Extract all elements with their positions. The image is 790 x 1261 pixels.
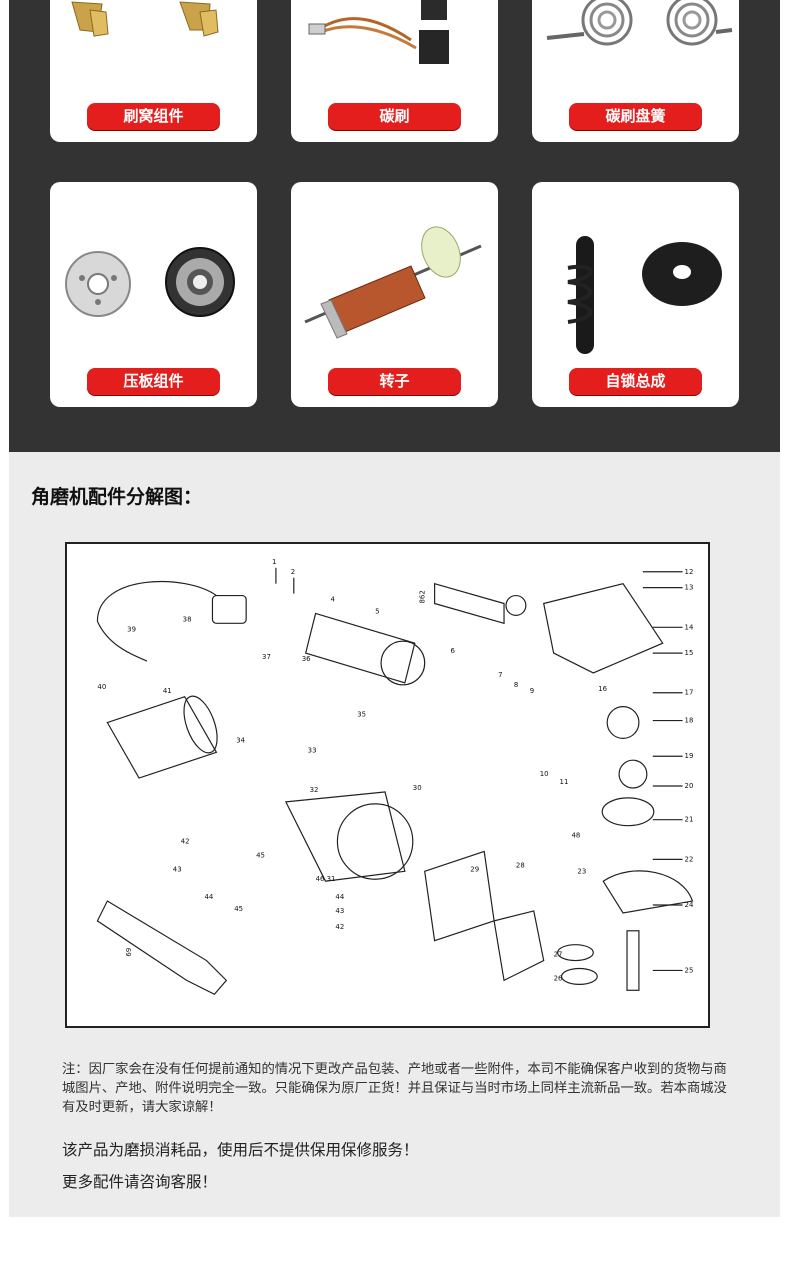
- product-card-brush-spring[interactable]: 碳刷盘簧: [532, 0, 739, 142]
- spindle-lock-icon: [567, 236, 722, 354]
- svg-text:13: 13: [685, 584, 694, 592]
- svg-text:42: 42: [335, 923, 344, 931]
- product-grid-panel: 刷窝组件 碳刷 碳刷盘簧: [9, 0, 780, 452]
- no-warranty-notice: 该产品为磨损消耗品，使用后不提供保用保修服务！: [62, 1141, 419, 1159]
- product-card-flange-set[interactable]: 压板组件: [50, 182, 257, 407]
- svg-text:19: 19: [685, 752, 694, 760]
- svg-text:21: 21: [685, 816, 694, 824]
- svg-text:25: 25: [685, 966, 694, 974]
- svg-text:44: 44: [205, 893, 214, 901]
- contact-service-notice: 更多配件请咨询客服！: [62, 1173, 218, 1191]
- svg-text:46 31: 46 31: [316, 875, 336, 883]
- svg-text:28: 28: [516, 861, 525, 869]
- svg-text:10: 10: [540, 770, 549, 778]
- svg-text:4: 4: [330, 596, 335, 604]
- product-label: 碳刷: [328, 103, 461, 130]
- svg-text:9: 9: [530, 687, 534, 695]
- svg-text:41: 41: [163, 687, 172, 695]
- product-label: 刷窝组件: [87, 103, 220, 130]
- svg-text:5: 5: [375, 607, 379, 615]
- svg-text:24: 24: [685, 901, 694, 909]
- product-card-brush-holder[interactable]: 刷窝组件: [50, 0, 257, 142]
- svg-text:1: 1: [272, 558, 276, 566]
- svg-text:2: 2: [291, 568, 295, 576]
- svg-text:37: 37: [262, 653, 271, 661]
- svg-text:48: 48: [571, 832, 580, 840]
- svg-text:45: 45: [234, 905, 243, 913]
- svg-text:42: 42: [181, 838, 190, 846]
- product-card-carbon-brush[interactable]: 碳刷: [291, 0, 498, 142]
- svg-text:8: 8: [514, 681, 518, 689]
- svg-text:34: 34: [236, 736, 245, 744]
- svg-text:7: 7: [498, 671, 502, 679]
- svg-text:26: 26: [554, 974, 563, 982]
- product-card-rotor[interactable]: 转子: [291, 182, 498, 407]
- svg-text:18: 18: [685, 717, 694, 725]
- svg-text:17: 17: [685, 689, 694, 697]
- disclaimer-note: 注：因厂家会在没有任何提前通知的情况下更改产品包装、产地或者一些附件，本司不能确…: [62, 1062, 727, 1115]
- svg-text:44: 44: [335, 893, 344, 901]
- svg-text:27: 27: [554, 951, 563, 959]
- section-heading: 角磨机配件分解图：: [31, 486, 203, 508]
- carbon-brush-icon: [308, 0, 449, 64]
- svg-text:69: 69: [125, 948, 133, 957]
- product-label: 压板组件: [87, 368, 220, 395]
- svg-text:32: 32: [310, 786, 319, 794]
- svg-text:43: 43: [173, 865, 182, 873]
- svg-text:6: 6: [450, 647, 454, 655]
- svg-text:20: 20: [685, 782, 694, 790]
- svg-text:15: 15: [685, 649, 694, 657]
- svg-text:862: 862: [419, 590, 427, 603]
- svg-text:30: 30: [413, 784, 422, 792]
- svg-text:29: 29: [470, 865, 479, 873]
- product-card-spindle-lock[interactable]: 自锁总成: [532, 182, 739, 407]
- svg-text:33: 33: [308, 746, 317, 754]
- brush-holder-icon: [71, 1, 219, 37]
- svg-text:22: 22: [685, 855, 694, 863]
- svg-text:35: 35: [357, 711, 366, 719]
- svg-text:14: 14: [685, 623, 694, 631]
- svg-text:11: 11: [560, 778, 569, 786]
- svg-text:45: 45: [256, 851, 265, 859]
- svg-text:23: 23: [577, 867, 586, 875]
- flange-set-icon: [65, 247, 235, 317]
- diagram-section: 角磨机配件分解图：: [9, 452, 780, 1217]
- svg-text:36: 36: [302, 655, 311, 663]
- product-label: 碳刷盘簧: [569, 103, 702, 130]
- product-label: 自锁总成: [569, 368, 702, 395]
- svg-text:43: 43: [335, 907, 344, 915]
- brush-spring-icon: [546, 0, 733, 46]
- product-label: 转子: [328, 368, 461, 395]
- svg-text:40: 40: [97, 683, 106, 691]
- svg-text:12: 12: [685, 568, 694, 576]
- rotor-icon: [304, 226, 482, 339]
- svg-text:39: 39: [127, 625, 136, 633]
- svg-text:16: 16: [598, 685, 607, 693]
- svg-text:38: 38: [183, 615, 192, 623]
